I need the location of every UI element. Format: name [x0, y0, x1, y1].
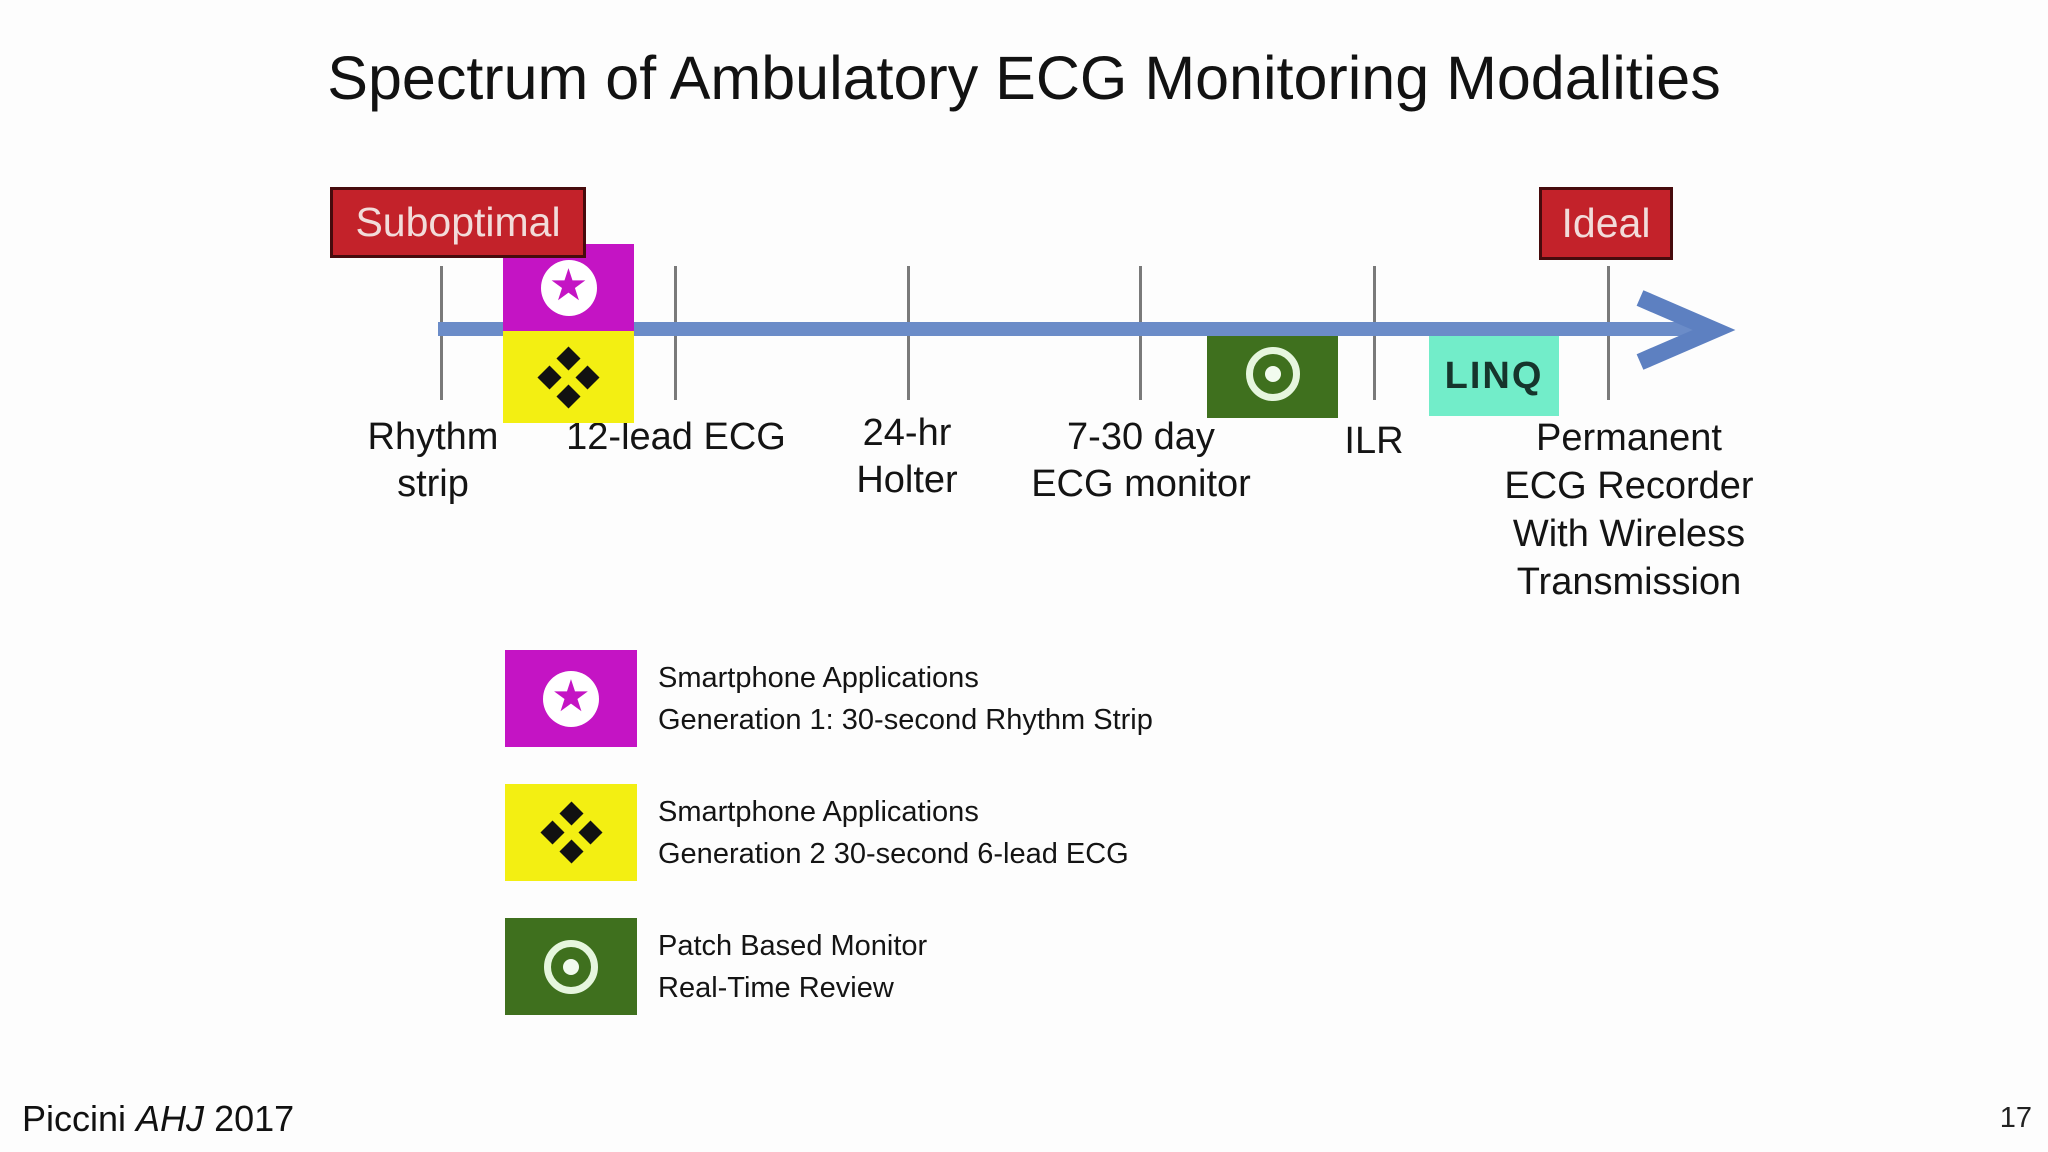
axis-label-permanent-recorder: Permanent ECG Recorder With Wireless Tra… [1504, 417, 1754, 603]
legend-item-smartphone-gen2: Smartphone Applications Generation 2 30-… [658, 795, 1129, 870]
legend-swatch-smartphone-gen1: ★ [505, 650, 637, 747]
axis-label-12-lead-ecg: 12-lead ECG [566, 416, 786, 458]
legend-swatch-patch-monitor [505, 918, 637, 1015]
axis-label-rhythm-strip: Rhythm strip [367, 416, 499, 505]
star-circle-icon: ★ [543, 670, 599, 727]
patch-monitor-marker [1207, 330, 1338, 418]
axis-label-7-30-day-monitor: 7-30 day ECG monitor [1031, 416, 1251, 505]
legend-item-smartphone-gen1: Smartphone Applications Generation 1: 30… [658, 661, 1153, 736]
ring-dot-icon [544, 939, 598, 994]
page-number: 17 [1999, 1102, 2032, 1134]
smartphone-gen1-marker: ★ [503, 244, 634, 331]
axis-label-24-hr-holter: 24-hr Holter [856, 412, 958, 501]
citation: Piccini AHJ 2017 [22, 1098, 295, 1139]
citation-journal: AHJ [136, 1098, 205, 1139]
star-icon: ★ [551, 670, 591, 722]
ring-dot-icon [1245, 347, 1300, 401]
suboptimal-label: Suboptimal [355, 199, 561, 245]
star-circle-icon: ★ [540, 259, 597, 316]
ideal-label: Ideal [1561, 200, 1651, 246]
four-diamonds-icon [537, 345, 600, 409]
axis-label-ilr: ILR [1344, 420, 1404, 462]
linq-label: LINQ [1444, 354, 1544, 397]
legend-item-patch-monitor: Patch Based Monitor Real-Time Review [658, 929, 928, 1004]
timeline-axis [438, 322, 1706, 336]
smartphone-gen2-marker [503, 331, 634, 423]
linq-marker: LINQ [1429, 336, 1559, 416]
legend-swatch-smartphone-gen2 [505, 784, 637, 881]
suboptimal-badge: Suboptimal [330, 187, 586, 258]
page-title: Spectrum of Ambulatory ECG Monitoring Mo… [327, 44, 1721, 112]
ideal-badge: Ideal [1539, 187, 1673, 260]
star-icon: ★ [548, 259, 589, 311]
four-diamonds-icon [539, 801, 603, 864]
arrow-head-icon [1636, 290, 1736, 370]
